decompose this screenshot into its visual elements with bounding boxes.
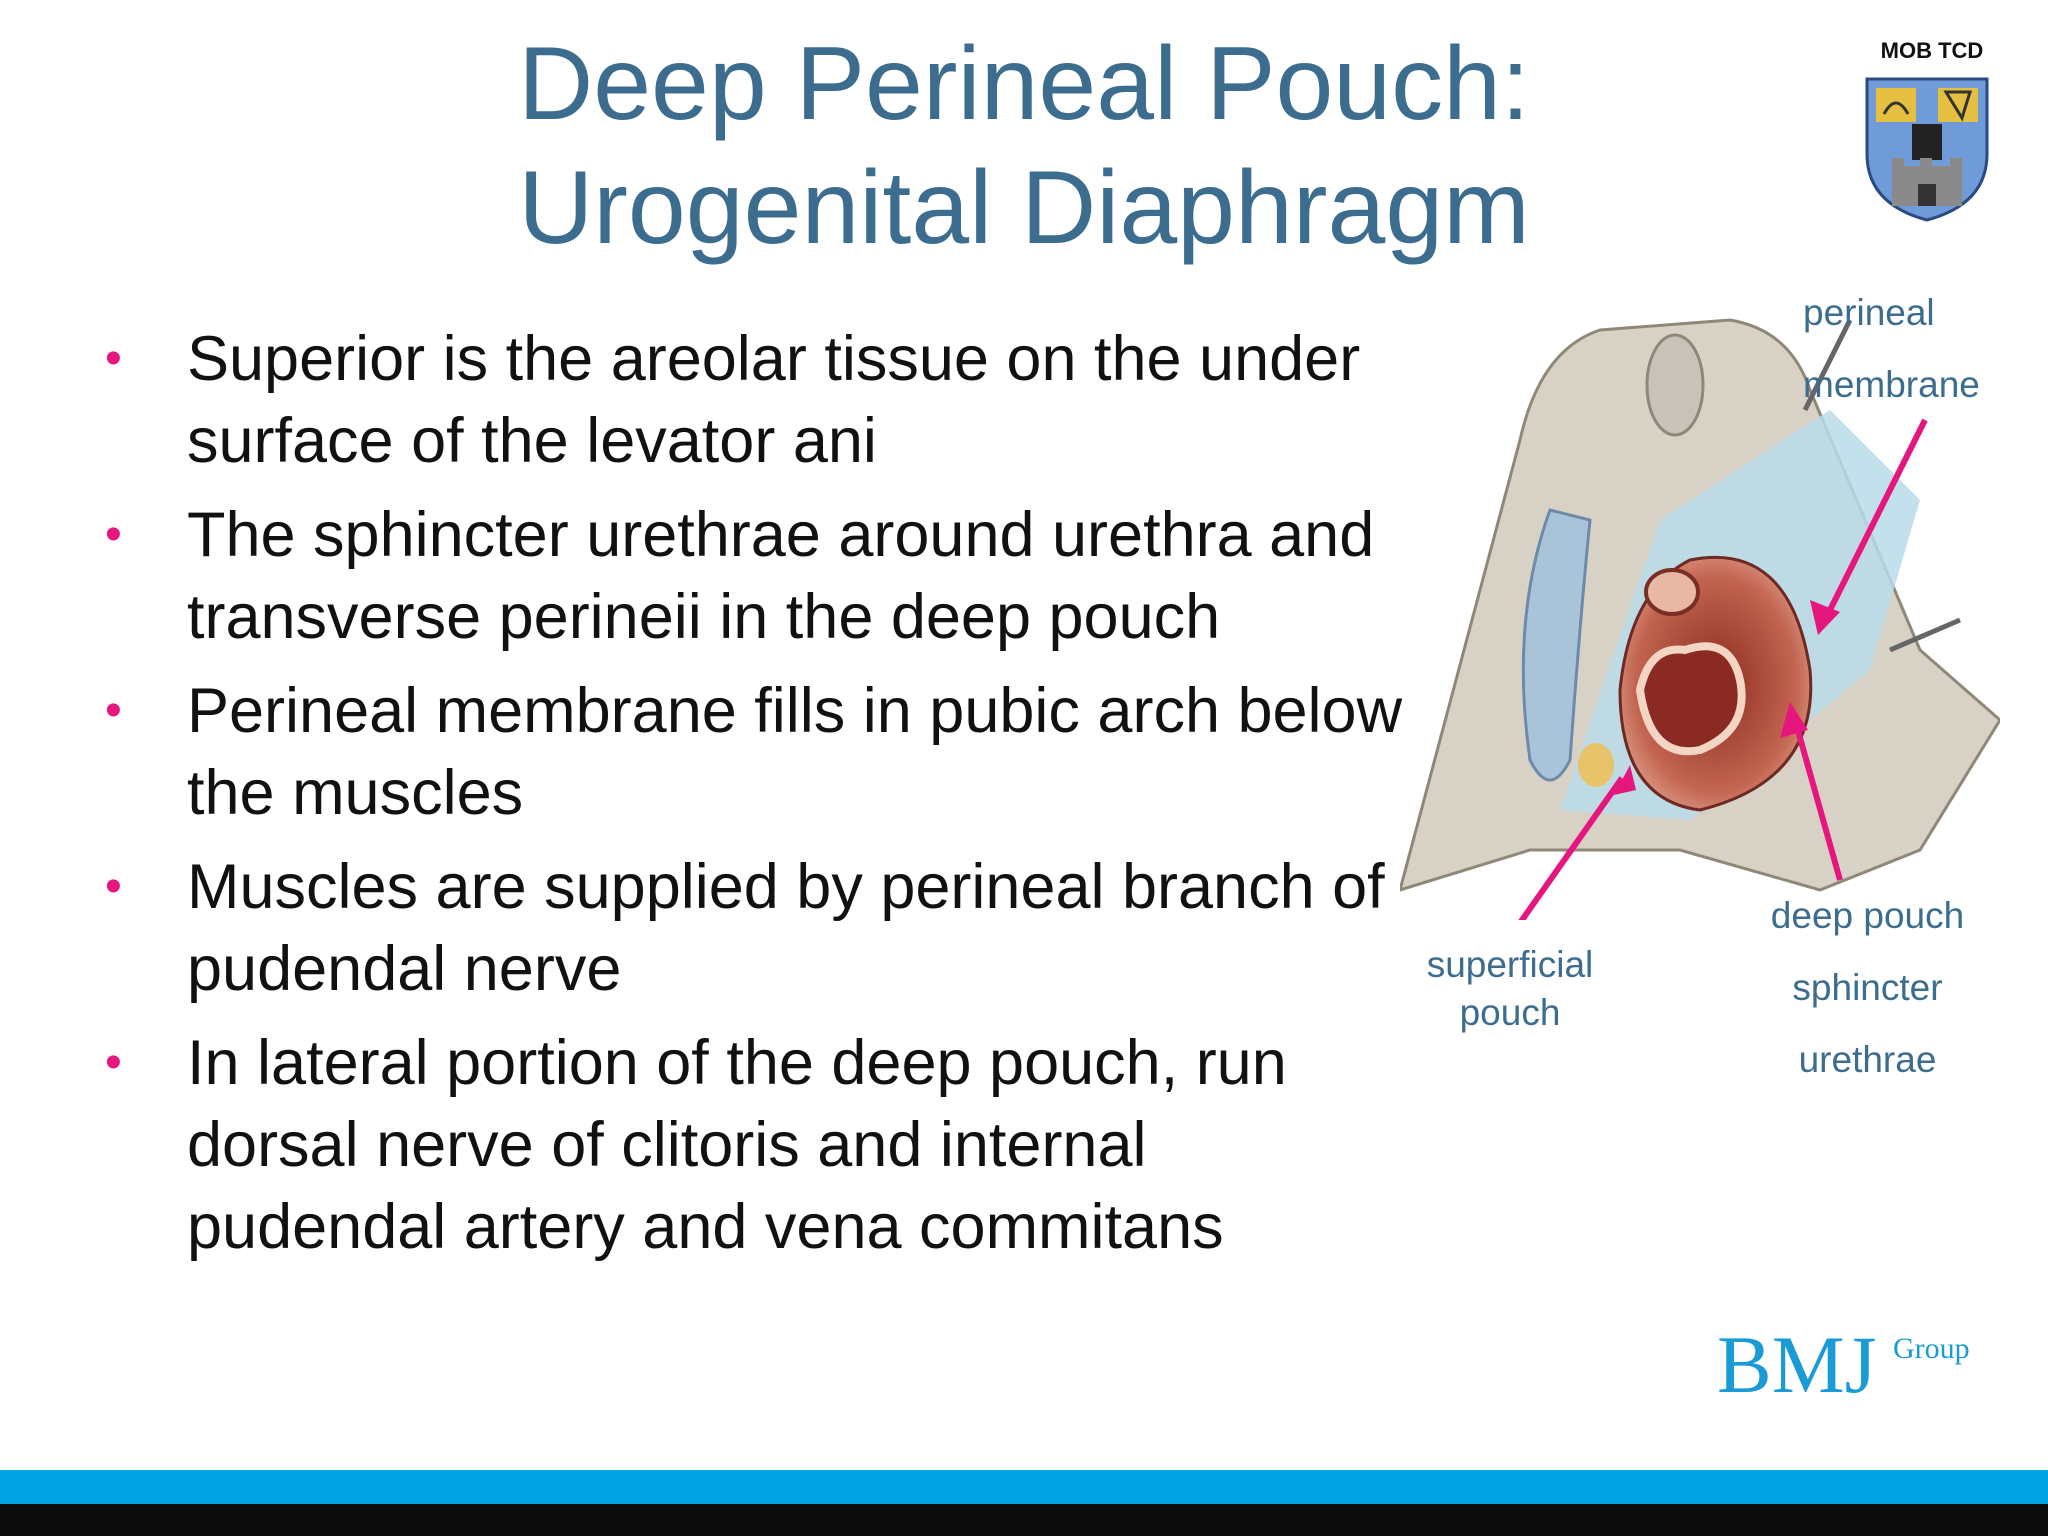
forceps-top-icon <box>1802 318 1853 412</box>
bullet-text: Perineal membrane fills in pubic arch be… <box>187 676 1403 828</box>
arrow-head-icon <box>1614 765 1636 795</box>
label-perineal: perineal <box>1803 292 1935 333</box>
bullet-item: • Muscles are supplied by perineal branch… <box>105 846 1405 1010</box>
forceps-right-icon <box>1889 617 1961 653</box>
bmj-logo-main: BMJ <box>1717 1319 1877 1410</box>
footer-black-bar <box>0 1504 2048 1536</box>
label-pouch: pouch <box>1459 992 1561 1033</box>
bmj-group-logo: BMJ Group <box>1717 1319 1970 1410</box>
crest-label: MOB TCD <box>1880 38 1984 63</box>
gland-shape <box>1578 743 1614 787</box>
bullet-text: Superior is the areolar tissue on the un… <box>187 324 1361 476</box>
bullet-dot: • <box>105 332 122 385</box>
bullet-text: In lateral portion of the deep pouch, ru… <box>187 1028 1287 1262</box>
footer-blue-bar <box>0 1470 2048 1504</box>
label-superficial: superficial <box>1426 944 1594 985</box>
title-line-2: Urogenital Diaphragm <box>518 150 1530 266</box>
arrow-superficial-pouch <box>1518 776 1625 920</box>
bullet-list: • Superior is the areolar tissue on the u… <box>105 318 1405 1280</box>
label-urethrae: urethrae <box>1798 1039 1937 1080</box>
bullet-dot: • <box>105 684 122 737</box>
vestibular-bulb-shape <box>1521 508 1592 782</box>
clitoris-shape <box>1645 333 1705 437</box>
bmj-logo-sub: Group <box>1893 1332 1970 1365</box>
bullet-item: • Perineal membrane fills in pubic arch b… <box>105 670 1405 834</box>
bullet-dot: • <box>105 860 122 913</box>
bullet-item: • In lateral portion of the deep pouch, r… <box>105 1022 1405 1268</box>
label-membrane: membrane <box>1803 364 1980 405</box>
bullet-item: • Superior is the areolar tissue on the u… <box>105 318 1405 482</box>
arrow-head-icon <box>1780 702 1808 738</box>
urethra-shape <box>1644 568 1700 616</box>
arrow-head-icon <box>1810 600 1840 635</box>
arrow-deep-pouch <box>1792 719 1843 881</box>
bullet-dot: • <box>105 508 122 561</box>
bullet-dot: • <box>105 1036 122 1089</box>
arrow-perineal-membrane <box>1822 418 1928 622</box>
bullet-item: • The sphincter urethrae around urethra a… <box>105 494 1405 658</box>
bullet-text: The sphincter urethrae around urethra an… <box>187 500 1375 652</box>
label-deep-pouch: deep pouch <box>1770 895 1965 936</box>
slide-title: Deep Perineal Pouch: Urogenital Diaphrag… <box>0 22 2048 270</box>
title-line-1: Deep Perineal Pouch: <box>518 26 1530 142</box>
tcd-crest-icon <box>1865 77 1989 222</box>
label-sphincter: sphincter <box>1792 967 1943 1008</box>
bullet-text: Muscles are supplied by perineal branch … <box>187 852 1385 1004</box>
vagina-shape <box>1635 642 1746 756</box>
anatomy-illustration <box>1400 318 2000 920</box>
